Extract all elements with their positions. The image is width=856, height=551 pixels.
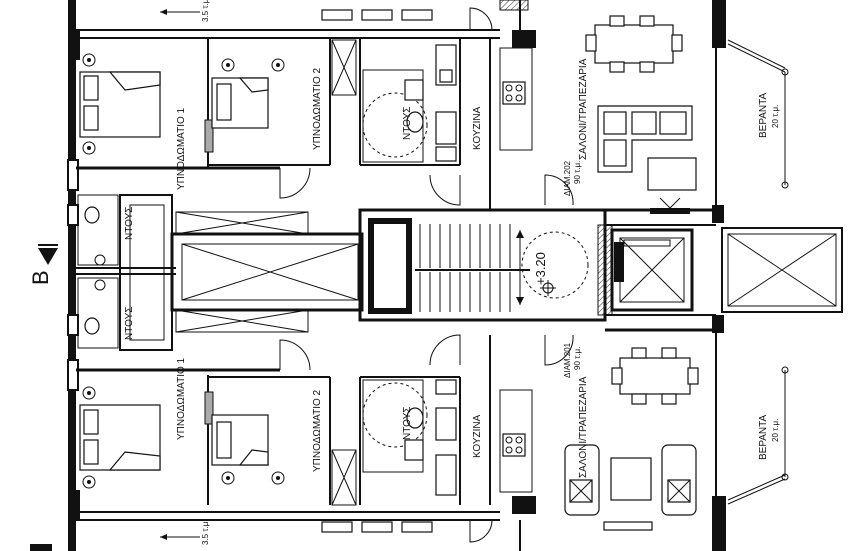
label-balcony-area-top: 3.5 τ.μ. bbox=[201, 0, 210, 22]
label-apt-bottom-area: 90 τ.μ. bbox=[573, 347, 582, 370]
lower-apartment-walls bbox=[76, 335, 491, 506]
label-bedroom1-top: ΥΠΝΟΔΩΜΑΤΙΟ 1 bbox=[176, 107, 187, 190]
label-living-top: ΣΑΛΟΝΙ/ΤΡΑΠΕΖΑΡΙΑ bbox=[578, 58, 589, 160]
balcony-fixtures bbox=[30, 9, 433, 551]
staircase bbox=[358, 208, 716, 332]
label-veranda-bottom: ΒΕΡΑΝΤΑ bbox=[758, 414, 769, 460]
beds bbox=[79, 53, 285, 489]
service-shafts bbox=[76, 194, 364, 351]
section-arrow-icon bbox=[38, 248, 58, 265]
label-veranda-area-bottom: 20 τ.μ. bbox=[771, 419, 780, 442]
kitchens bbox=[499, 47, 533, 493]
bathrooms bbox=[77, 44, 457, 496]
living-furniture bbox=[564, 15, 699, 531]
veranda-railings bbox=[727, 39, 789, 505]
label-veranda-area-top: 20 τ.μ. bbox=[771, 105, 780, 128]
label-level: +3.20 bbox=[533, 252, 548, 285]
label-apt-bottom: ΔΙΑΜ.201 bbox=[563, 342, 572, 378]
room-labels: ΥΠΝΟΔΩΜΑΤΙΟ 1 ΥΠΝΟΔΩΜΑΤΙΟ 2 ΝΤΟΥΣ ΚΟΥΖΙΝ… bbox=[28, 0, 780, 545]
exterior-walls bbox=[67, 0, 726, 551]
label-balcony-area-bottom: 3.5 τ.μ. bbox=[201, 519, 210, 545]
label-shower-bottom: ΝΤΟΥΣ bbox=[402, 407, 413, 440]
label-living-bottom: ΣΑΛΟΝΙ/ΤΡΑΠΕΖΑΡΙΑ bbox=[578, 376, 589, 478]
label-kitchen-top: ΚΟΥΖΙΝΑ bbox=[472, 106, 483, 150]
label-section: B bbox=[28, 270, 53, 285]
door-swings bbox=[279, 7, 574, 543]
upper-apartment-walls bbox=[76, 38, 491, 210]
label-shower-top: ΝΤΟΥΣ bbox=[402, 107, 413, 140]
label-shower-left-bottom: ΝΤΟΥΣ bbox=[124, 307, 135, 340]
label-bedroom2-top: ΥΠΝΟΔΩΜΑΤΙΟ 2 bbox=[312, 67, 323, 150]
label-bedroom1-bottom: ΥΠΝΟΔΩΜΑΤΙΟ 1 bbox=[176, 357, 187, 440]
label-kitchen-bottom: ΚΟΥΖΙΝΑ bbox=[472, 414, 483, 458]
label-apt-top-area: 90 τ.μ. bbox=[573, 161, 582, 184]
label-veranda-top: ΒΕΡΑΝΤΑ bbox=[758, 92, 769, 138]
label-apt-top: ΔΙΑΜ.202 bbox=[563, 160, 572, 196]
right-shaft bbox=[721, 227, 843, 313]
label-shower-left-top: ΝΤΟΥΣ bbox=[124, 207, 135, 240]
label-bedroom2-bottom: ΥΠΝΟΔΩΜΑΤΙΟ 2 bbox=[312, 389, 323, 472]
